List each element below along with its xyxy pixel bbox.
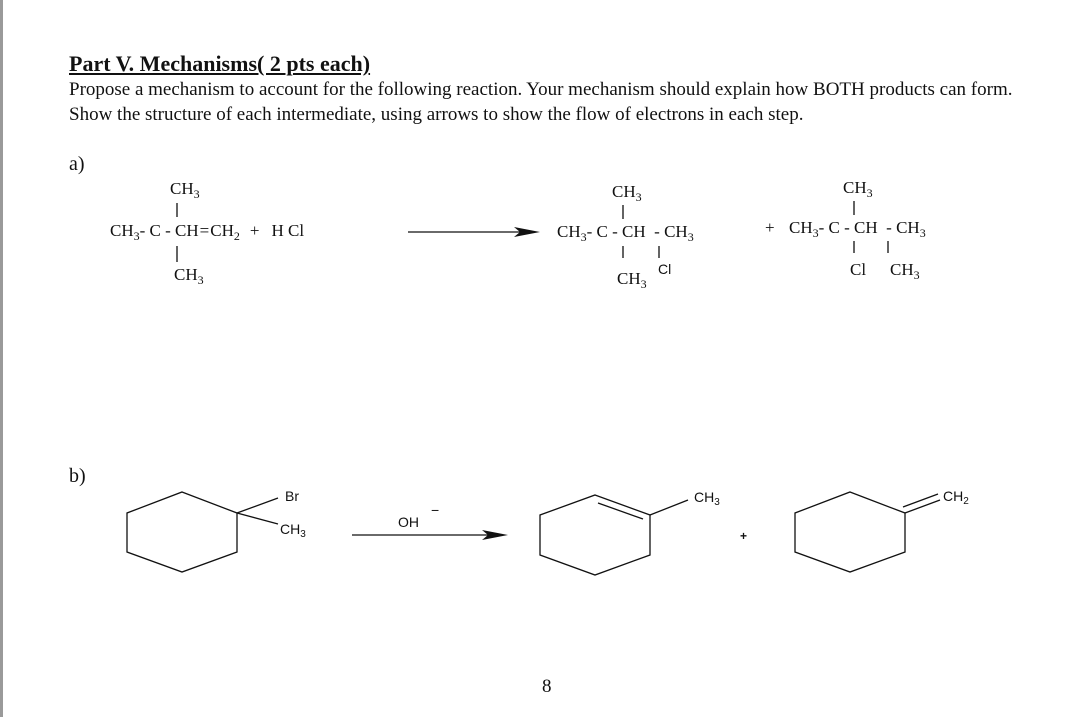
part-b-label: b) [69, 465, 86, 487]
product-a2-chain: CH3- C - CH - CH3 [789, 218, 926, 240]
left-margin-rule [0, 0, 3, 717]
product-a2-top-methyl: CH3 [843, 178, 873, 200]
question-text: Part V. Mechanisms( 2 pts each) Propose … [69, 50, 1029, 127]
part-a-label: a) [69, 153, 85, 175]
product-a2-chlorine: Cl [850, 260, 866, 279]
product-b1-ring [539, 494, 651, 576]
product-b1-methyl: CH3 [694, 489, 720, 508]
product-a2: CH3 CH3- C - CH - CH3 Cl CH3 [789, 178, 926, 282]
product-b1: CH3 [539, 489, 720, 576]
reactant-b: Br CH3 [126, 488, 306, 573]
product-b2-ring [794, 491, 906, 573]
product-b2: CH2 [794, 488, 969, 573]
section-heading: Part V. Mechanisms( 2 pts each) [69, 51, 371, 76]
product-a1-top-methyl: CH3 [612, 182, 642, 204]
page-number: 8 [542, 676, 552, 697]
product-a1-bottom-methyl: CH3 [617, 269, 647, 291]
hydroxide-charge: − [431, 502, 439, 518]
product-plus-b: + [740, 529, 747, 543]
reaction-arrow-b: OH − [352, 502, 508, 540]
reactant-a-top-methyl: CH3 [170, 179, 200, 201]
product-plus-a: + [765, 218, 775, 237]
reactant-b-bromine: Br [285, 488, 299, 504]
instructions-paragraph: Propose a mechanism to account for the f… [69, 79, 1013, 125]
reactant-a: CH3 CH3- C - CH=CH2+H Cl CH3 [110, 179, 304, 287]
reactant-a-bottom-methyl: CH3 [174, 265, 204, 287]
hydroxide-reagent: OH [398, 514, 419, 530]
reactant-b-methyl: CH3 [280, 521, 306, 540]
product-a1-chlorine: Cl [658, 261, 671, 277]
product-b2-methylene: CH2 [943, 488, 969, 507]
product-a1-chain: CH3- C - CH - CH3 [557, 222, 694, 244]
reaction-arrow-a [408, 227, 540, 237]
product-a1: CH3 CH3- C - CH - CH3 CH3 Cl [557, 182, 694, 291]
reactant-a-chain: CH3- C - CH=CH2+H Cl [110, 221, 304, 243]
reactant-b-cyclohexane-ring [126, 491, 238, 573]
product-a2-bottom-methyl: CH3 [890, 260, 920, 282]
